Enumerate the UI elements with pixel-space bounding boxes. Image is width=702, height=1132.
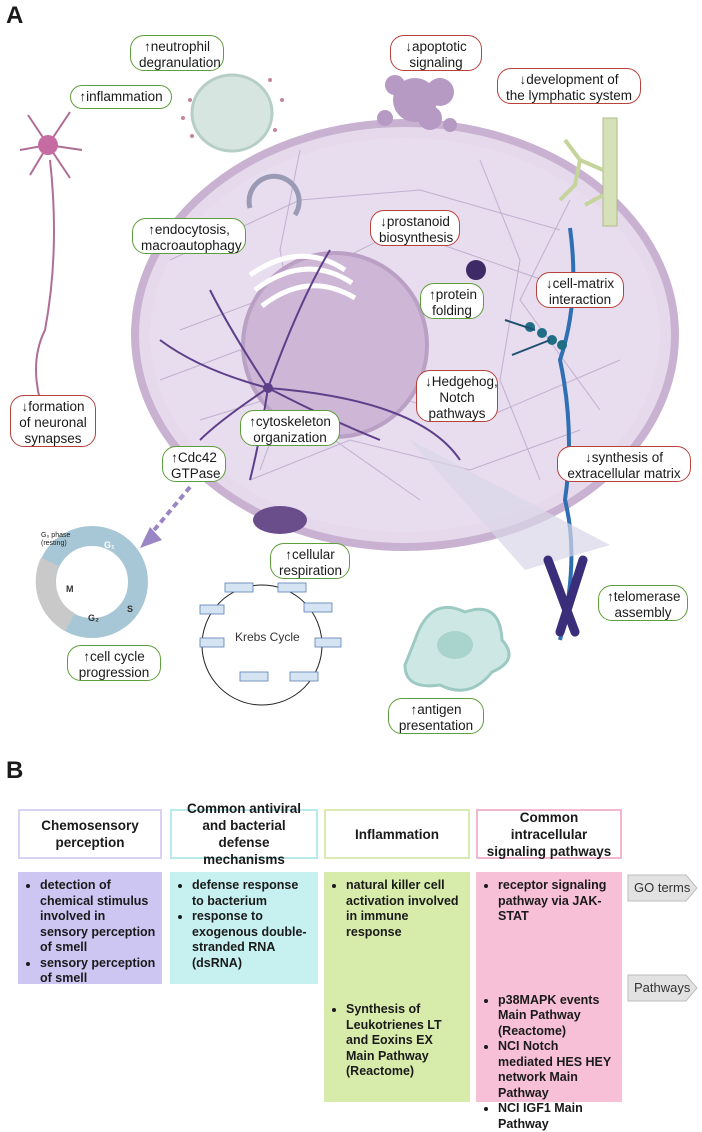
go-term: sensory perception of smell — [40, 956, 156, 987]
header-chemosensory: Chemosensory perception — [18, 809, 162, 859]
label-neuronal-synapses: ↓formation of neuronal synapses — [10, 395, 96, 447]
label-line: synapses — [19, 431, 87, 447]
header-antiviral: Common antiviral and bacterial defense m… — [170, 809, 318, 859]
label-line: ↑protein — [429, 287, 475, 303]
label-line: ↓formation — [19, 399, 87, 415]
label-apoptotic-signaling: ↓apoptotic signaling — [390, 35, 482, 71]
pathway-term: p38MAPK events Main Pathway (Reactome) — [498, 993, 616, 1040]
panel-b-letter: B — [6, 757, 23, 785]
label-cdc42-gtpase: ↑Cdc42 GTPase — [162, 446, 226, 482]
label-hedgehog-notch: ↓Hedgehog, Notch pathways — [416, 370, 498, 422]
label-line: ↑Cdc42 — [171, 450, 217, 466]
label-antigen-presentation: ↑antigen presentation — [388, 698, 484, 734]
label-line: extracellular matrix — [566, 466, 682, 482]
go-term: detection of chemical stimulus involved … — [40, 878, 156, 956]
label-line: folding — [429, 303, 475, 319]
header-inflammation: Inflammation — [324, 809, 470, 859]
label-line: ↓cell-matrix — [545, 276, 615, 292]
go-term: natural killer cell activation involved … — [346, 878, 464, 940]
header-signaling: Common intracellular signaling pathways — [476, 809, 622, 859]
chromosome — [548, 560, 583, 632]
neuron — [20, 112, 82, 440]
pathways-label: Pathways — [634, 980, 690, 995]
label-telomerase-assembly: ↑telomerase assembly — [598, 585, 688, 621]
phase-g2: G₂ — [88, 613, 99, 623]
pathway-term: NCI IGF1 Main Pathway — [498, 1101, 616, 1132]
label-line: ↓apoptotic — [399, 39, 473, 55]
go-list: detection of chemical stimulus involved … — [24, 878, 156, 987]
g0-sub-text: (resting) — [41, 540, 70, 548]
pathway-list: p38MAPK events Main Pathway (Reactome) N… — [482, 993, 616, 1132]
label-line: macroautophagy — [141, 238, 237, 254]
krebs-cycle-title: Krebs Cycle — [235, 630, 300, 644]
label-cytoskeleton-organization: ↑cytoskeleton organization — [240, 410, 340, 446]
neuron-soma — [38, 135, 58, 155]
phase-s: S — [127, 604, 133, 614]
label-line: pathways — [425, 406, 489, 422]
neutrophil — [192, 75, 272, 151]
label-endocytosis: ↑endocytosis, macroautophagy — [132, 218, 246, 254]
label-line: Notch — [425, 390, 489, 406]
label-line: ↑telomerase — [607, 589, 679, 605]
centrosome — [263, 383, 273, 393]
phase-g1: G₁ — [104, 540, 115, 550]
label-line: assembly — [607, 605, 679, 621]
label-line: GTPase — [171, 466, 217, 482]
label-cellular-respiration: ↑cellular respiration — [270, 543, 350, 579]
label-cell-matrix-interaction: ↓cell-matrix interaction — [536, 272, 624, 308]
label-line: organization — [249, 430, 331, 446]
label-line: ↓Hedgehog, — [425, 374, 489, 390]
label-extracellular-matrix: ↓synthesis of extracellular matrix — [557, 446, 691, 482]
cdc42-arrowhead — [140, 527, 162, 548]
column-inflammation: natural killer cell activation involved … — [324, 872, 470, 1102]
label-line: presentation — [397, 718, 475, 734]
label-line: ↑antigen — [397, 702, 475, 718]
column-signaling: receptor signaling pathway via JAK-STAT … — [476, 872, 622, 1102]
go-term: defense response to bacterium — [192, 878, 312, 909]
label-line: ↑neutrophil — [139, 39, 215, 55]
go-list: natural killer cell activation involved … — [330, 878, 464, 940]
label-line: ↓synthesis of — [566, 450, 682, 466]
protein-cluster — [466, 260, 486, 280]
label-line: ↑cytoskeleton — [249, 414, 331, 430]
go-terms-label: GO terms — [634, 880, 690, 895]
label-protein-folding: ↑protein folding — [420, 283, 484, 319]
label-line: ↑inflammation — [79, 89, 163, 105]
label-line: of neuronal — [19, 415, 87, 431]
label-line: ↓prostanoid — [379, 214, 451, 230]
pathway-term: Synthesis of Leukotrienes LT and Eoxins … — [346, 1002, 464, 1080]
label-inflammation: ↑inflammation — [70, 85, 172, 109]
go-list: receptor signaling pathway via JAK-STAT — [482, 878, 616, 925]
label-line: respiration — [279, 563, 341, 579]
cdc42-arrow — [150, 487, 190, 535]
mitochondrion — [253, 506, 307, 534]
label-neutrophil-degranulation: ↑neutrophil degranulation — [130, 35, 224, 71]
pathway-term: NCI Notch mediated HES HEY network Main … — [498, 1039, 616, 1101]
label-line: degranulation — [139, 55, 215, 71]
label-cell-cycle-progression: ↑cell cycle progression — [67, 645, 161, 681]
cell-cycle-g0-label: G₀ phase (resting) — [41, 532, 70, 548]
column-chemosensory: detection of chemical stimulus involved … — [18, 872, 162, 984]
lymphatic-vessel — [603, 118, 617, 226]
label-line: signaling — [399, 55, 473, 71]
pathway-list: Synthesis of Leukotrienes LT and Eoxins … — [330, 1002, 464, 1080]
go-list: defense response to bacterium response t… — [176, 878, 312, 971]
go-term: response to exogenous double-stranded RN… — [192, 909, 312, 971]
cell-illustration — [0, 0, 702, 740]
label-line: progression — [76, 665, 152, 681]
label-line: ↑cell cycle — [76, 649, 152, 665]
label-lymphatic-development: ↓development of the lymphatic system — [497, 68, 641, 104]
label-line: biosynthesis — [379, 230, 451, 246]
label-prostanoid-biosynthesis: ↓prostanoid biosynthesis — [370, 210, 460, 246]
g0-text: G₀ phase — [41, 532, 70, 540]
phase-m: M — [66, 584, 74, 594]
label-line: ↑cellular — [279, 547, 341, 563]
label-line: ↓development of — [506, 72, 632, 88]
dendritic-nucleus — [437, 631, 473, 659]
label-line: the lymphatic system — [506, 88, 632, 104]
go-term: receptor signaling pathway via JAK-STAT — [498, 878, 616, 925]
column-antiviral: defense response to bacterium response t… — [170, 872, 318, 984]
label-line: interaction — [545, 292, 615, 308]
label-line: ↑endocytosis, — [141, 222, 237, 238]
